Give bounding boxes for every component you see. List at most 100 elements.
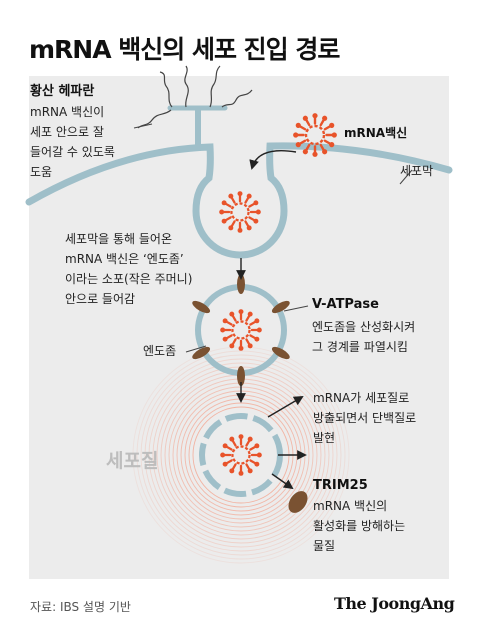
heparan-line: 세포 안으로 잘	[30, 125, 104, 139]
release-line: 발현	[313, 431, 336, 445]
vatpase-line: 그 경계를 파열시킴	[312, 340, 408, 354]
lipid-head	[247, 343, 253, 349]
lipid-head	[254, 461, 260, 467]
source-note: 자료: IBS 설명 기반	[30, 600, 131, 614]
lipid-head	[238, 345, 244, 351]
lipid-spike	[305, 143, 311, 151]
lipid-spike	[319, 143, 325, 151]
membrane-label: 세포막	[400, 164, 434, 178]
lipid-head	[220, 452, 226, 458]
lipid-head	[293, 132, 299, 138]
endosome-label: 엔도좀	[143, 344, 177, 358]
mrna-released	[220, 434, 262, 476]
lipid-head	[256, 452, 262, 458]
mrna-vaccine-in-endosome	[220, 309, 262, 351]
lipid-spike	[225, 445, 233, 451]
lipid-spike	[249, 445, 257, 451]
mrna-vaccine-label: mRNA백신	[344, 126, 408, 140]
mrna-vaccine-in-pit	[219, 191, 261, 233]
ripple-ring	[144, 358, 338, 552]
v-atpase-proteins	[192, 274, 290, 386]
lipid-head	[329, 122, 335, 128]
lipid-spike	[231, 338, 237, 346]
lipid-head	[247, 311, 253, 317]
lipid-spike	[231, 463, 237, 471]
heparan-line: 들어갈 수 있도록	[30, 145, 115, 159]
lipid-head	[229, 436, 235, 442]
trim25-description: mRNA 백신의 활성화를 방해하는 물질	[313, 496, 405, 556]
lipid-spike	[249, 334, 257, 340]
lipid-head	[238, 309, 244, 315]
lipid-head	[229, 343, 235, 349]
v-atpase-icon	[192, 300, 211, 314]
lipid-spike	[245, 439, 251, 447]
ruptured-endosome-icon	[199, 413, 283, 497]
mrna-strand-icon	[231, 445, 251, 465]
cytoplasm-label: 세포질	[106, 450, 159, 472]
heparan-line: 도움	[30, 165, 53, 179]
heparan-description: mRNA 백신이 세포 안으로 잘 들어갈 수 있도록 도움	[30, 102, 115, 182]
endocytosis-line: 세포막을 통해 들어온	[65, 232, 172, 246]
ripple-ring	[136, 350, 346, 560]
brand-logo: The JoongAng	[334, 594, 455, 613]
lipid-spike	[231, 439, 237, 447]
lipid-spike	[244, 220, 250, 228]
mrna-strand-icon	[230, 202, 250, 222]
lipid-spike	[323, 125, 331, 131]
lipid-spike	[249, 459, 257, 465]
endocytosis-line: 안으로 들어감	[65, 292, 136, 306]
heparan-heading: 황산 헤파란	[30, 84, 95, 99]
endocytosis-line: 이라는 소포(작은 주머니)	[65, 272, 193, 286]
lipid-head	[222, 336, 228, 342]
lipid-head	[312, 113, 318, 119]
lipid-head	[221, 218, 227, 224]
lipid-head	[237, 227, 243, 233]
ripple-ring	[148, 362, 334, 548]
lipid-head	[254, 318, 260, 324]
lipid-head	[322, 149, 328, 155]
lipid-head	[229, 311, 235, 317]
trim25-line: 물질	[313, 539, 336, 553]
lipid-head	[253, 218, 259, 224]
lipid-head	[222, 443, 228, 449]
release-line: 방출되면서 단백질로	[313, 411, 417, 425]
ripple-ring	[140, 354, 342, 556]
endocytosis-line: mRNA 백신은 ‘엔도좀’	[65, 252, 184, 266]
lipid-head	[302, 115, 308, 121]
lipid-spike	[225, 334, 233, 340]
release-arrow-1	[267, 396, 304, 418]
lipid-head	[295, 142, 301, 148]
trim25-protein-icon	[288, 491, 308, 513]
heparan-pointer	[133, 123, 153, 129]
trim25-heading: TRIM25	[313, 478, 368, 493]
lipid-head	[302, 149, 308, 155]
lipid-head	[222, 318, 228, 324]
lipid-spike	[248, 216, 256, 222]
trim25-line: mRNA 백신의	[313, 499, 388, 513]
lipid-spike	[305, 119, 311, 127]
trim25-arrow	[271, 473, 294, 490]
lipid-spike	[230, 220, 236, 228]
lipid-spike	[319, 119, 325, 127]
v-atpase-icon	[192, 346, 211, 360]
lipid-spike	[224, 216, 232, 222]
lipid-head	[331, 132, 337, 138]
lipid-head	[246, 193, 252, 199]
lipid-head	[322, 115, 328, 121]
ripple-ring	[192, 406, 290, 504]
lipid-head	[256, 327, 262, 333]
lipid-head	[246, 225, 252, 231]
v-atpase-icon	[271, 346, 290, 360]
lipid-head	[219, 209, 225, 215]
release-line: mRNA가 세포질로	[313, 391, 410, 405]
lipid-head	[221, 200, 227, 206]
lipid-head	[254, 336, 260, 342]
heparan-line: mRNA 백신이	[30, 105, 105, 119]
endocytosis-description: 세포막을 통해 들어온 mRNA 백신은 ‘엔도좀’ 이라는 소포(작은 주머니…	[65, 229, 192, 309]
heparan-sulfate-icon	[137, 65, 253, 151]
vatpase-line: 엔도좀을 산성화시켜	[312, 320, 416, 334]
membrane-pointer	[399, 169, 413, 185]
lipid-spike	[244, 196, 250, 204]
lipid-head	[254, 443, 260, 449]
